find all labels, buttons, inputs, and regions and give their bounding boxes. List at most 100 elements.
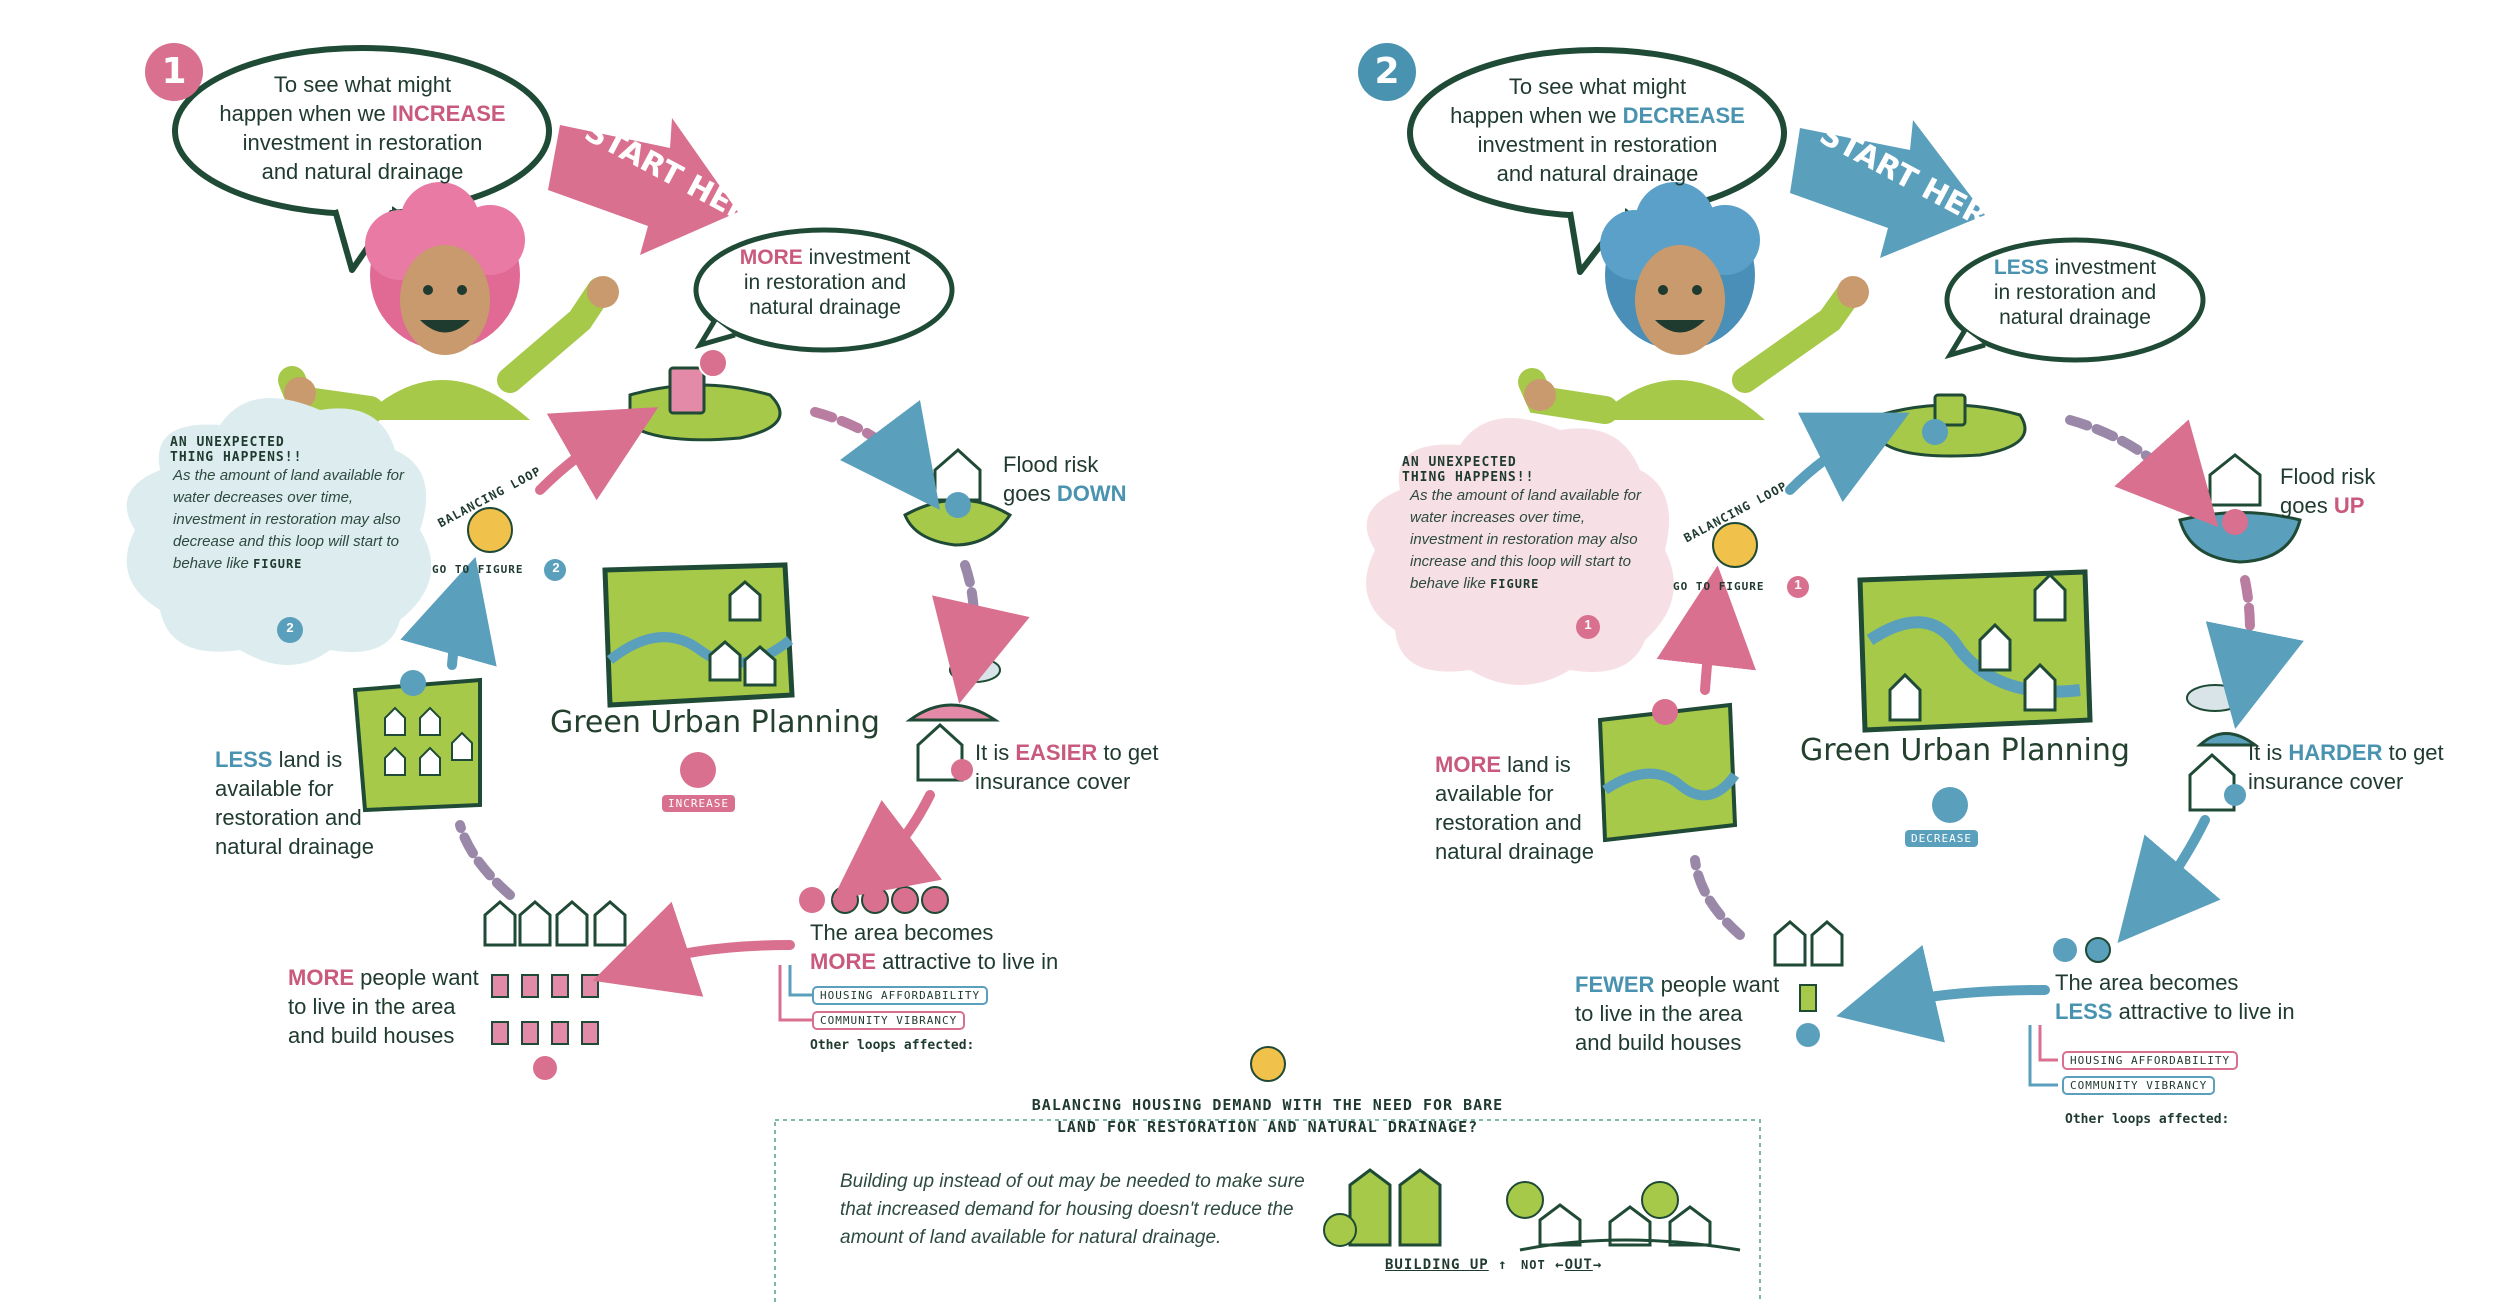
insurance-pre: It is bbox=[975, 740, 1009, 765]
cloud-title-1a: AN UNEXPECTED bbox=[170, 435, 410, 450]
land-text-1: LESS land is available for restoration a… bbox=[215, 745, 374, 861]
bubble-rest: investment bbox=[2055, 256, 2157, 279]
bubble-rest: investment bbox=[809, 246, 911, 269]
attractive-key: MORE bbox=[810, 949, 876, 974]
land-line-3: restoration and bbox=[215, 803, 374, 832]
cloud-figure-word: FIGURE bbox=[1490, 577, 1539, 591]
tag-community-vibrancy-2: COMMUNITY VIBRANCY bbox=[2062, 1076, 2215, 1095]
speech-line-3: investment in restoration bbox=[1410, 130, 1785, 159]
rating-stars-2 bbox=[2053, 938, 2110, 962]
flood-pre: goes bbox=[2280, 493, 2328, 518]
speech-pre: happen when we bbox=[1450, 103, 1616, 128]
tag-housing-affordability-1: HOUSING AFFORDABILITY bbox=[812, 986, 988, 1005]
speech-text-1: To see what might happen when we INCREAS… bbox=[175, 70, 550, 186]
flood-line-1: Flood risk bbox=[2280, 462, 2375, 491]
attractive-line-1: The area becomes bbox=[2055, 968, 2295, 997]
insurance-text-1: It is EASIER to get insurance cover bbox=[975, 738, 1158, 796]
people-key: FEWER bbox=[1575, 972, 1654, 997]
bubble-line-3: natural drainage bbox=[700, 295, 950, 320]
people-key: MORE bbox=[288, 965, 354, 990]
people-text-2: FEWER people want to live in the area an… bbox=[1575, 970, 1779, 1057]
speech-line-2: happen when we INCREASE bbox=[175, 99, 550, 128]
attractive-text-2: The area becomes LESS attractive to live… bbox=[2055, 968, 2295, 1026]
people-post: people want bbox=[1661, 972, 1780, 997]
bubble-text-1: MORE investment in restoration and natur… bbox=[700, 245, 950, 320]
building-caption: BUILDING UP ↑ NOT ←OUT→ bbox=[1385, 1257, 1602, 1273]
bubble-key: LESS bbox=[1994, 256, 2049, 279]
insurance-house-icon-2 bbox=[2187, 685, 2255, 810]
speech-line-1: To see what might bbox=[175, 70, 550, 99]
flood-key: UP bbox=[2334, 493, 2365, 518]
insurance-post: to get bbox=[2389, 740, 2444, 765]
green-urban-planning-map-2 bbox=[1860, 572, 2090, 823]
tag-community-vibrancy-1: COMMUNITY VIBRANCY bbox=[812, 1011, 965, 1030]
cloud-title-2b: THING HAPPENS!! bbox=[1402, 470, 1642, 485]
cloud-text-2: AN UNEXPECTED THING HAPPENS!! As the amo… bbox=[1402, 455, 1642, 595]
land-post: land is bbox=[279, 747, 343, 772]
people-line-2: to live in the area bbox=[1575, 999, 1779, 1028]
land-line-3: restoration and bbox=[1435, 808, 1594, 837]
attractive-text-1: The area becomes MORE attractive to live… bbox=[810, 918, 1058, 976]
other-loops-label-2: Other loops affected: bbox=[2065, 1112, 2229, 1127]
land-drainage-icon-2 bbox=[1600, 699, 1735, 840]
other-loops-label-1: Other loops affected: bbox=[810, 1038, 974, 1053]
cloud-body-1: As the amount of land available for wate… bbox=[173, 465, 410, 575]
bottom-title: BALANCING HOUSING DEMAND WITH THE NEED F… bbox=[860, 1094, 1675, 1138]
rating-stars-1 bbox=[799, 887, 948, 913]
center-title-1: Green Urban Planning bbox=[550, 705, 880, 740]
insurance-text-2: It is HARDER to get insurance cover bbox=[2248, 738, 2444, 796]
cloud-text-1: AN UNEXPECTED THING HAPPENS!! As the amo… bbox=[170, 435, 410, 575]
attractive-post: attractive to live in bbox=[882, 949, 1058, 974]
building-up-illustration bbox=[1324, 1170, 1740, 1250]
people-post: people want bbox=[360, 965, 479, 990]
land-line-4: natural drainage bbox=[1435, 837, 1594, 866]
insurance-pre: It is bbox=[2248, 740, 2282, 765]
flood-house-icon-1 bbox=[905, 450, 1010, 545]
people-houses-icon-1 bbox=[485, 902, 625, 1080]
center-badge-2: DECREASE bbox=[1905, 830, 1978, 847]
land-text-2: MORE land is available for restoration a… bbox=[1435, 750, 1594, 866]
bottom-title-line-1: BALANCING HOUSING DEMAND WITH THE NEED F… bbox=[860, 1094, 1675, 1116]
people-text-1: MORE people want to live in the area and… bbox=[288, 963, 479, 1050]
attractive-post: attractive to live in bbox=[2119, 999, 2295, 1024]
insurance-key: EASIER bbox=[1015, 740, 1097, 765]
green-urban-planning-map-1 bbox=[605, 565, 792, 788]
attractive-line-1: The area becomes bbox=[810, 918, 1058, 947]
speech-line-4: and natural drainage bbox=[1410, 159, 1785, 188]
people-line-3: and build houses bbox=[288, 1021, 479, 1050]
people-line-3: and build houses bbox=[1575, 1028, 1779, 1057]
bottom-body: Building up instead of out may be needed… bbox=[840, 1168, 1340, 1252]
insurance-line-2: insurance cover bbox=[975, 767, 1158, 796]
goto-figure-number-2: 1 bbox=[1790, 577, 1806, 592]
cloud-body-2: As the amount of land available for wate… bbox=[1410, 485, 1642, 595]
goto-figure-label-1: GO TO FIGURE bbox=[432, 563, 523, 576]
land-post: land is bbox=[1507, 752, 1571, 777]
land-line-4: natural drainage bbox=[215, 832, 374, 861]
land-key: MORE bbox=[1435, 752, 1501, 777]
attractive-key: LESS bbox=[2055, 999, 2112, 1024]
cloud-figure-number-2: 1 bbox=[1580, 617, 1596, 632]
flood-text-1: Flood risk goes DOWN bbox=[1003, 450, 1127, 508]
cloud-title-1b: THING HAPPENS!! bbox=[170, 450, 410, 465]
land-key: LESS bbox=[215, 747, 272, 772]
loops-affected-bracket-2 bbox=[2030, 1025, 2058, 1085]
tag-housing-affordability-2: HOUSING AFFORDABILITY bbox=[2062, 1051, 2238, 1070]
flood-line-1: Flood risk bbox=[1003, 450, 1127, 479]
speech-keyword: INCREASE bbox=[392, 101, 506, 126]
panel-number-2: 2 bbox=[1358, 43, 1416, 101]
people-houses-icon-2 bbox=[1775, 922, 1842, 1047]
insurance-key: HARDER bbox=[2288, 740, 2382, 765]
bubble-line-2: in restoration and bbox=[700, 270, 950, 295]
bubble-line-3: natural drainage bbox=[1950, 305, 2200, 330]
bubble-line-2: in restoration and bbox=[1950, 280, 2200, 305]
land-line-2: available for bbox=[1435, 779, 1594, 808]
bubble-key: MORE bbox=[740, 246, 803, 269]
speech-text-2: To see what might happen when we DECREAS… bbox=[1410, 72, 1785, 188]
cloud-figure-number-1: 2 bbox=[282, 620, 298, 635]
wetland-investment-icon-2 bbox=[1880, 395, 2025, 456]
insurance-line-2: insurance cover bbox=[2248, 767, 2444, 796]
speech-line-4: and natural drainage bbox=[175, 157, 550, 186]
caption-up: BUILDING UP bbox=[1385, 1257, 1489, 1273]
bubble-text-2: LESS investment in restoration and natur… bbox=[1950, 255, 2200, 330]
